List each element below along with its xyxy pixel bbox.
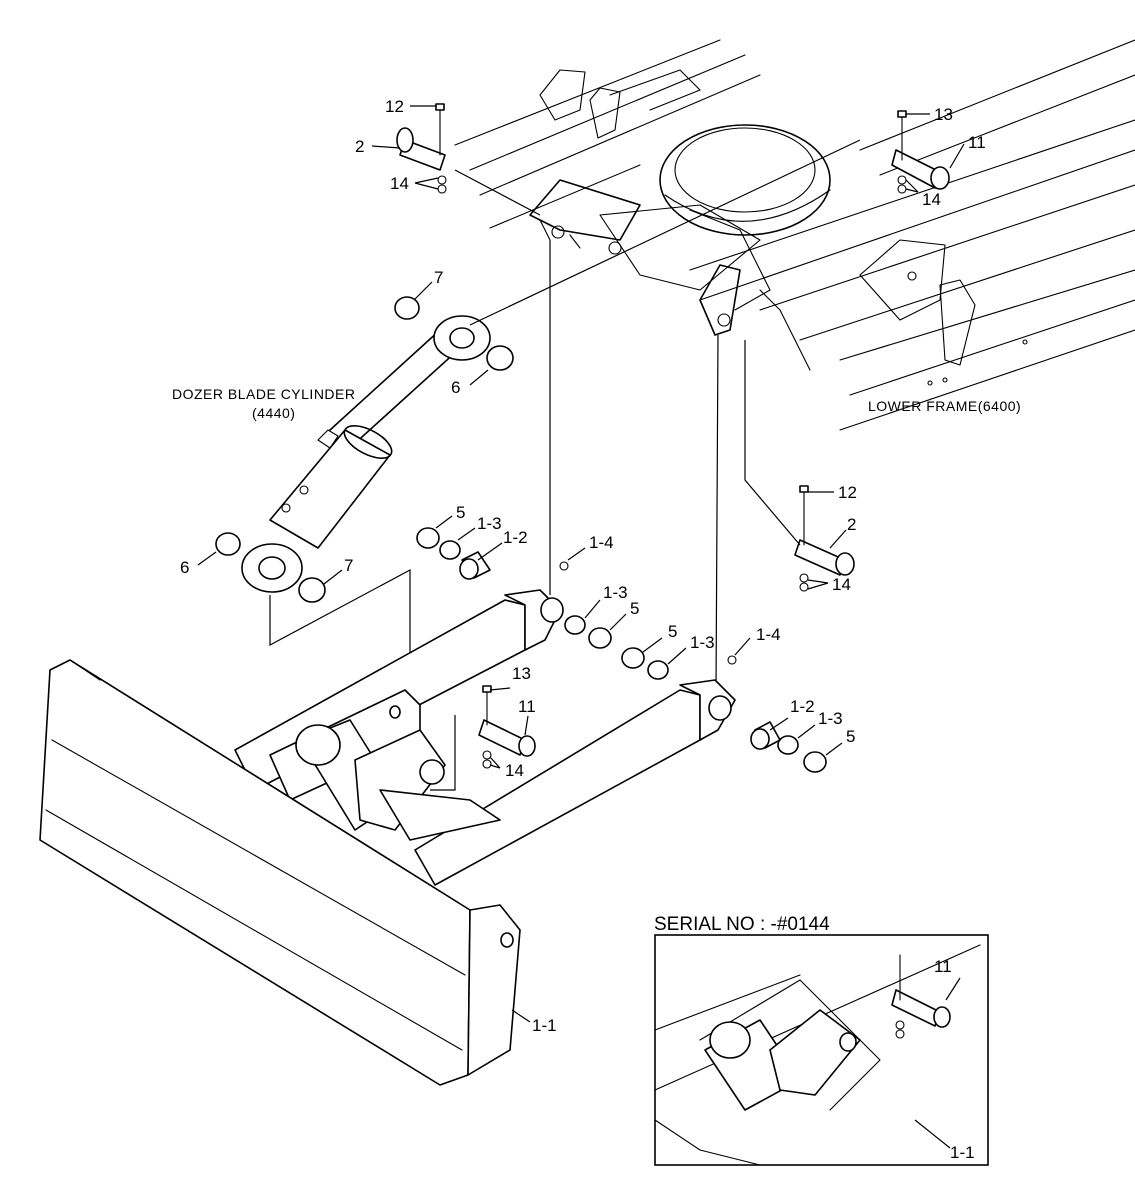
serial-inset — [654, 934, 989, 1166]
dozer-blade-cylinder — [241, 315, 491, 593]
callout-1-1: 1-1 — [950, 1143, 975, 1162]
callout-5: 5 — [668, 622, 677, 641]
callout-1-2: 1-2 — [790, 697, 815, 716]
callout-13: 13 — [934, 105, 953, 124]
callout-13: 13 — [512, 664, 531, 683]
callout-5: 5 — [846, 727, 855, 746]
cylinder-caption-name: DOZER BLADE CYLINDER — [172, 386, 355, 402]
callout-1-3: 1-3 — [477, 514, 502, 533]
callout-1-4: 1-4 — [589, 533, 614, 552]
seal-rings — [215, 296, 827, 773]
callout-5: 5 — [456, 503, 465, 522]
callout-1-1: 1-1 — [532, 1016, 557, 1035]
callout-7: 7 — [344, 556, 353, 575]
lower-frame-caption: LOWER FRAME(6400) — [868, 398, 1021, 414]
callout-7: 7 — [434, 268, 443, 287]
callout-1-3: 1-3 — [818, 709, 843, 728]
blade-arms — [234, 589, 736, 886]
callout-numbers: 12 2 14 13 11 14 7 6 12 2 14 5 1-3 1-2 1… — [180, 97, 986, 1162]
callout-6: 6 — [180, 558, 189, 577]
callout-11: 11 — [968, 133, 986, 152]
callout-1-3: 1-3 — [690, 633, 715, 652]
inset-title: SERIAL NO : -#0144 — [654, 914, 830, 935]
callout-1-4: 1-4 — [756, 625, 781, 644]
lower-frame — [454, 39, 1135, 431]
cylinder-caption-ref: (4440) — [252, 405, 295, 421]
callout-14: 14 — [832, 575, 851, 594]
mounting-pins — [396, 103, 950, 769]
callout-2: 2 — [355, 137, 364, 156]
callout-5: 5 — [630, 599, 639, 618]
callout-leaders — [197, 105, 965, 1149]
callout-1-3: 1-3 — [603, 583, 628, 602]
dozer-blade — [39, 659, 521, 1086]
callout-12: 12 — [838, 483, 857, 502]
callout-11: 11 — [518, 697, 536, 716]
callout-2: 2 — [847, 515, 856, 534]
callout-14: 14 — [922, 190, 941, 209]
bushings — [459, 551, 781, 750]
callout-1-2: 1-2 — [503, 528, 528, 547]
callout-14: 14 — [390, 174, 409, 193]
callout-11: 11 — [934, 957, 952, 976]
callout-14: 14 — [505, 761, 524, 780]
callout-6: 6 — [451, 378, 460, 397]
callout-12: 12 — [385, 97, 404, 116]
